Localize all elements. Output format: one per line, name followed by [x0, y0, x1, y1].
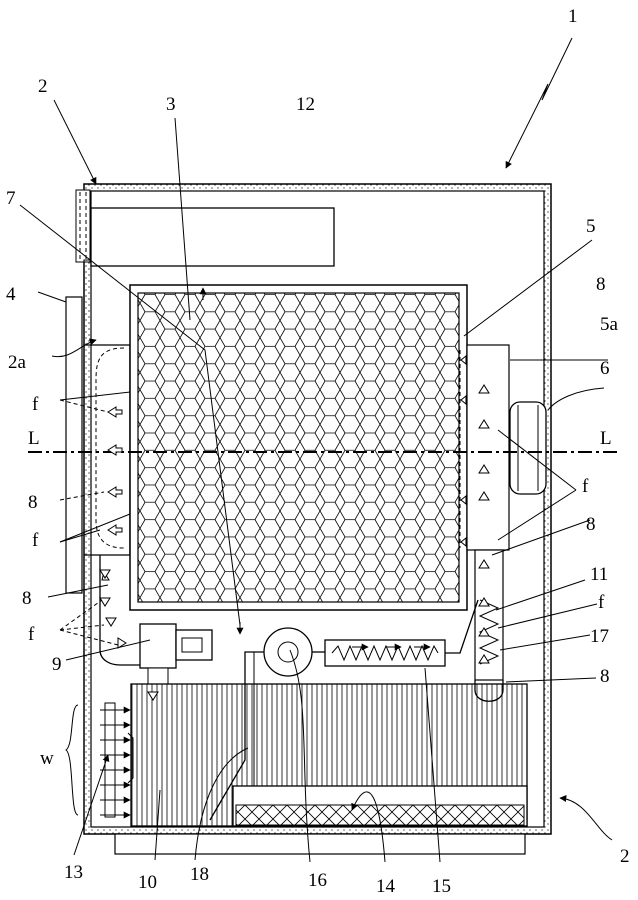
label-8-right-mid: 8 — [586, 514, 596, 535]
label-f-left-1: f — [32, 394, 39, 415]
label-12: 12 — [296, 94, 315, 115]
label-axis-left: L — [28, 428, 40, 449]
label-w: w — [40, 748, 54, 769]
label-1: 1 — [568, 6, 578, 27]
label-8-right-top: 8 — [596, 274, 606, 295]
label-2-top: 2 — [38, 76, 48, 97]
label-17: 17 — [590, 626, 609, 647]
heating-coil — [478, 599, 500, 665]
label-10: 10 — [138, 872, 157, 893]
filter-14 — [235, 804, 525, 826]
label-f-left-2: f — [32, 530, 39, 551]
blower — [99, 555, 213, 685]
label-13: 13 — [64, 862, 83, 883]
reference-labels: 1 2 3 12 7 5 4 8 5a 2a 6 f L L f 8 8 f 1… — [6, 6, 630, 897]
label-14: 14 — [376, 876, 396, 897]
rear-air-channel — [459, 344, 510, 702]
front-door — [65, 189, 131, 594]
label-16: 16 — [308, 870, 327, 891]
drive-motor — [509, 401, 547, 495]
label-f-right-2: f — [598, 592, 605, 613]
label-8-right-low: 8 — [600, 666, 610, 687]
airflow-arrows — [99, 287, 490, 701]
label-4: 4 — [6, 284, 16, 305]
label-15: 15 — [432, 876, 451, 897]
label-18: 18 — [190, 864, 209, 885]
label-6: 6 — [600, 358, 610, 379]
label-11: 11 — [590, 564, 608, 585]
label-axis-right: L — [600, 428, 612, 449]
label-5: 5 — [586, 216, 596, 237]
label-8-left-low: 8 — [22, 588, 32, 609]
label-5a: 5a — [600, 314, 619, 335]
label-3: 3 — [166, 94, 176, 115]
drum — [129, 284, 468, 611]
label-2a: 2a — [8, 352, 27, 373]
label-f-right-1: f — [582, 476, 589, 497]
label-9: 9 — [52, 654, 62, 675]
control-panel — [90, 207, 335, 267]
leader-lines — [19, 37, 613, 863]
label-8-left-mid: 8 — [28, 492, 38, 513]
label-2-bottom: 2 — [620, 846, 630, 867]
label-7: 7 — [6, 188, 16, 209]
label-f-left-3: f — [28, 624, 35, 645]
